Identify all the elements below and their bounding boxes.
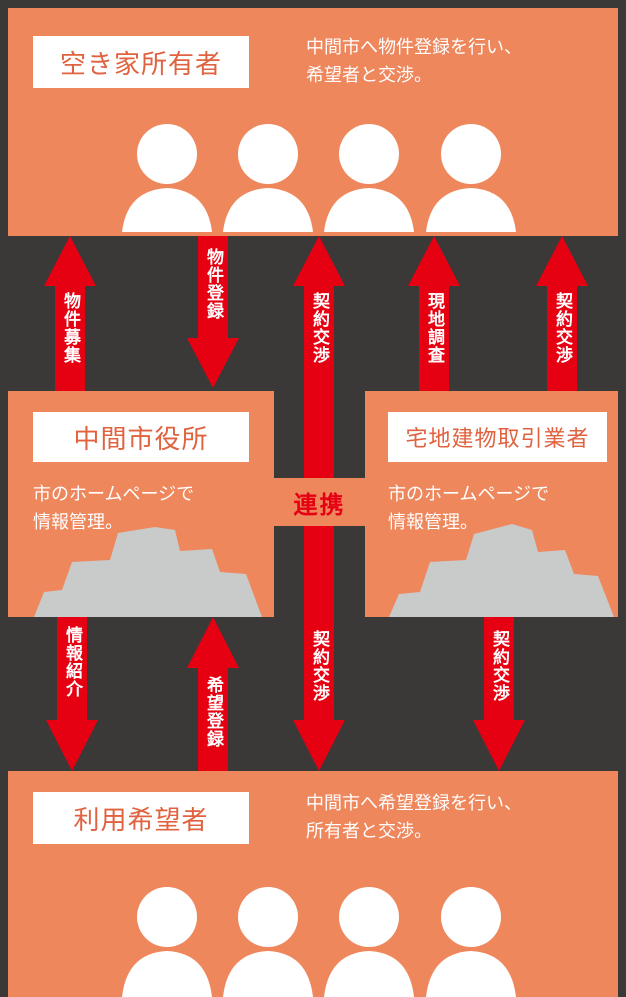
collaboration-box: 連携: [274, 478, 365, 526]
realtor-title: 宅地建物取引業者: [388, 412, 607, 462]
info-introduction-label: 情報紹介: [62, 626, 82, 698]
desire-registration-arrow: [187, 617, 239, 771]
site-survey-arrow: [408, 236, 460, 391]
person-icon: [122, 887, 212, 997]
info-introduction-arrow: [46, 617, 98, 771]
person-icon: [324, 887, 414, 997]
collaboration-label: 連携: [293, 490, 346, 519]
owners-description: 中間市へ物件登録を行い、 希望者と交渉。: [306, 37, 522, 86]
person-icon: [223, 124, 313, 232]
owners-title: 空き家所有者: [33, 36, 249, 88]
applicants-description: 中間市へ希望登録を行い、 所有者と交渉。: [306, 793, 522, 842]
contract-negotiation-center-lower-label: 契約交渉: [309, 630, 329, 702]
contract-negotiation-realtor-lower-label: 契約交渉: [489, 630, 509, 702]
person-icon: [426, 887, 516, 997]
person-icon: [223, 887, 313, 997]
city-office-description: 市のホームページで 情報管理。: [33, 484, 195, 533]
person-icon: [426, 124, 516, 232]
contract-negotiation-center-label: 契約交渉: [309, 292, 329, 364]
desire-registration-label: 希望登録: [203, 676, 223, 748]
applicants-people-icon: [122, 887, 516, 997]
property-recruitment-arrow: [44, 236, 96, 391]
property-recruitment-label: 物件募集: [60, 292, 80, 364]
owners-people-icon: [122, 124, 516, 232]
property-registration-arrow: [187, 236, 239, 388]
realtor-description: 市のホームページで 情報管理。: [388, 484, 550, 533]
city-office-title: 中間市役所: [33, 412, 249, 462]
contract-negotiation-realtor-lower-arrow: [473, 617, 525, 771]
applicants-title: 利用希望者: [33, 792, 249, 844]
person-icon: [324, 124, 414, 232]
realtor-buildings-icon: [389, 524, 614, 617]
city-buildings-icon: [34, 527, 262, 617]
property-registration-label: 物件登録: [203, 248, 223, 320]
contract-negotiation-realtor-label: 契約交渉: [552, 292, 572, 364]
site-survey-label: 現地調査: [424, 292, 444, 364]
contract-negotiation-realtor-arrow: [536, 236, 588, 391]
person-icon: [122, 124, 212, 232]
